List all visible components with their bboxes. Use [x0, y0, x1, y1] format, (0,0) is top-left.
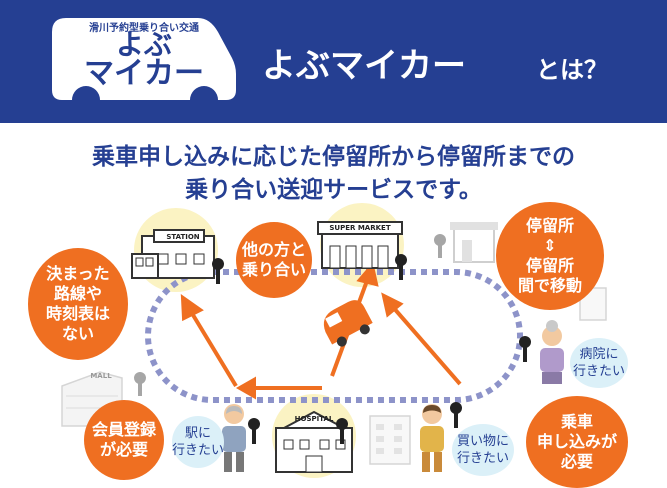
stop-post-icon: [519, 336, 531, 362]
mall-sign: MALL: [90, 372, 112, 380]
hospital-wish-speech: 病院に 行きたい: [570, 338, 628, 388]
stop-post-icon: [134, 372, 146, 396]
logo-text-bottom: マイカー: [84, 56, 204, 91]
route-loop: [145, 269, 523, 403]
station-sign: STATION: [166, 233, 200, 241]
stop-to-stop-bubble: 停留所 ⇕ 停留所 間で移動: [496, 202, 604, 310]
stop-posts: [134, 234, 531, 444]
stop-post-icon: [212, 258, 224, 284]
booking-required-bubble: 乗車 申し込みが 必要: [526, 396, 628, 488]
hospital-sign: HOSPITAL: [294, 415, 334, 423]
supermarket-building-icon: [317, 221, 403, 269]
stop-post-icon: [434, 234, 446, 258]
car-icon: [323, 300, 373, 347]
shopping-wish-speech: 買い物に 行きたい: [452, 424, 514, 476]
car-shape-logo: [52, 18, 236, 100]
hospital-building-icon: [275, 410, 353, 473]
lead-text-line1: 乗車申し込みに応じた停留所から停留所までの: [92, 144, 575, 170]
stop-post-icon: [450, 402, 462, 428]
stop-post-icon: [248, 418, 260, 444]
station-building-icon: [131, 229, 215, 279]
supermarket-sign: SUPER MARKET: [329, 224, 391, 232]
stop-post-icon: [336, 418, 348, 444]
elderly-man-icon: [222, 404, 246, 472]
route-arrows: [180, 261, 462, 400]
logo-badge: 滑川予約型乗り合い交通 よぶ マイカー: [48, 10, 240, 106]
membership-required-bubble: 会員登録 が必要: [84, 400, 164, 480]
station-wish-speech: 駅に 行きたい: [172, 416, 224, 468]
stop-post-icon: [395, 254, 407, 280]
lead-text-line2: 乗り合い送迎サービスです。: [185, 177, 482, 203]
elderly-woman-icon: [540, 320, 564, 384]
ride-sharing-bubble: 他の方と 乗り合い: [236, 222, 312, 298]
service-diagram: STATION SUPER MARKET MALL HOSPITAL 決まった …: [0, 200, 667, 488]
header-banner: 滑川予約型乗り合い交通 よぶ マイカー よぶマイカー とは？: [0, 0, 667, 123]
shopper-man-icon: [420, 404, 444, 472]
faded-store-icon: [450, 222, 498, 263]
logo-text-top: よぶ: [115, 28, 172, 61]
faded-building-icon: [369, 415, 411, 465]
page-title: よぶマイカー: [262, 46, 466, 86]
page-title-suffix: とは？: [536, 56, 608, 84]
no-fixed-route-bubble: 決まった 路線や 時刻表は ない: [28, 248, 128, 360]
logo-tagline: 滑川予約型乗り合い交通: [89, 23, 199, 34]
